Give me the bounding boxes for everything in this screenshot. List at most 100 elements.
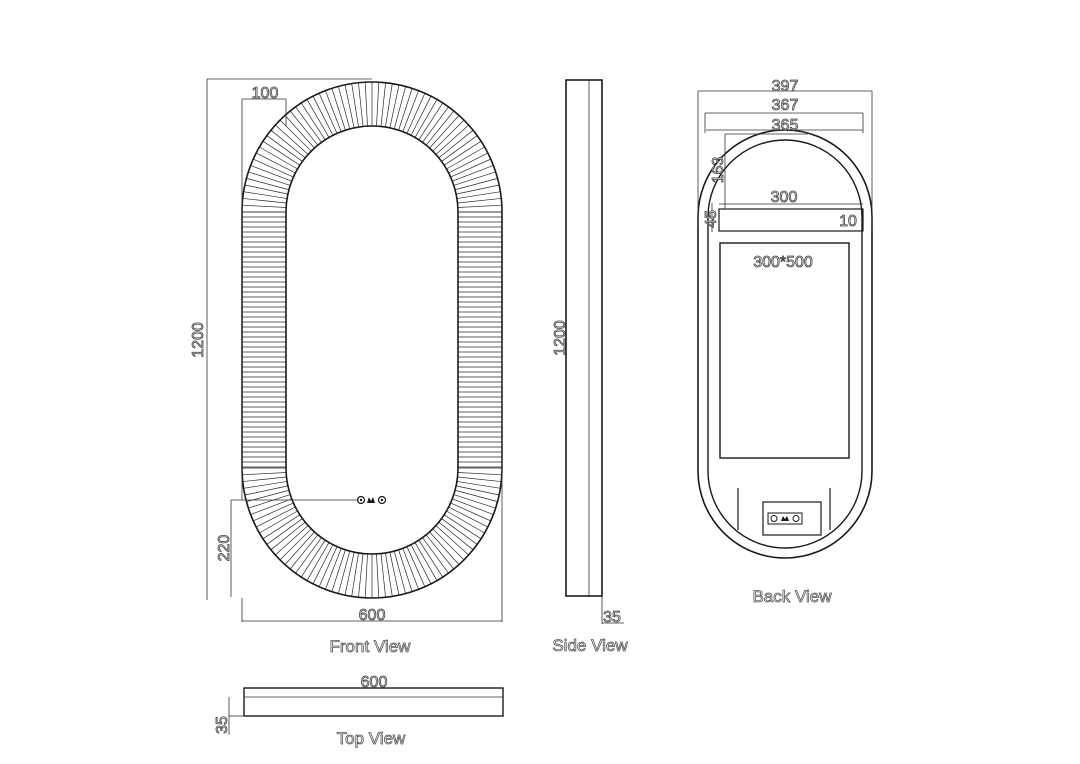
back-inner-outline [707,139,863,549]
frame-rib [450,158,491,178]
frame-rib [256,506,296,528]
frame-rib [250,498,292,515]
front-view-label: Front View [330,637,412,656]
frame-rib [418,102,444,141]
side-view: 1200 35 Side View [552,79,629,655]
frame-rib [454,489,498,502]
side-view-label: Side View [552,636,628,655]
frame-rib [441,135,478,162]
frame-rib [364,553,368,598]
frame-rib [325,90,342,132]
frame-rib [453,171,496,186]
frame-rib [259,146,298,170]
frame-rib [393,550,406,594]
frame-rib [443,514,482,540]
frame-rib [389,84,400,128]
top-view: 600 35 Top View [214,674,504,748]
frame-rib [422,537,449,574]
frame-rib [364,82,368,127]
frame-rib [432,119,465,152]
frame-rib [453,494,496,509]
frame-rib [446,510,485,534]
frame-rib [429,115,460,149]
frame-rib [295,106,322,143]
frame-rib [242,476,287,482]
frame-rib [435,525,469,556]
frame-rib [393,86,406,130]
front-height-label: 1200 [190,322,207,358]
frame-rib [438,129,474,159]
top-view-label: Top View [337,729,406,748]
frame-rib [432,528,465,561]
frame-rib [456,191,501,199]
back-inner-width-label: 365 [772,117,799,134]
frame-rib [351,83,359,128]
frame-rib [456,184,500,195]
frame-rib [406,546,426,587]
front-touch-switch [356,495,387,505]
frame-rib [248,494,291,509]
side-profile [565,79,603,597]
frame-rib [244,485,288,496]
frame-rib [266,518,303,545]
front-height-dimension: 1200 [190,78,372,600]
frame-rib [422,106,449,143]
frame-rib [279,528,312,561]
front-bottom-dimension: 220 [216,499,359,597]
frame-rib [289,110,319,146]
frame-rib [289,534,319,570]
frame-rib [253,502,294,522]
frame-rib [331,549,346,592]
frame-rib [414,542,438,581]
back-bracket-label: 300 [771,189,798,206]
frame-rib [425,110,455,146]
frame-rib [457,204,502,208]
front-width-label: 600 [359,607,386,624]
frame-rib [406,93,426,134]
frame-rib [376,553,380,598]
frame-rib [344,552,355,596]
frame-rib [243,481,288,489]
frame-rib [243,191,288,199]
front-bottom-label: 220 [216,535,233,562]
frame-rib [410,544,432,584]
side-depth-label: 35 [603,609,621,626]
front-frame-dimension: 100 [241,85,287,500]
frame-rib [438,521,474,551]
frame-rib [338,550,351,594]
frame-rib [275,124,309,155]
frame-rib [457,198,502,204]
frame-rib [312,96,334,136]
frame-rib [306,99,330,138]
frame-rib [270,521,306,551]
frame-rib [454,178,498,191]
frame-rib [450,502,491,522]
frame-rib [441,518,478,545]
front-ribbed-frame [242,82,502,598]
frame-rib [398,549,413,592]
front-mirror-outline [285,125,459,555]
frame-rib [250,165,292,182]
frame-rib [331,88,346,131]
frame-rib [380,82,386,127]
frame-rib [402,548,419,590]
frame-rib [284,531,315,565]
frame-rib [456,481,501,489]
frame-rib [246,178,290,191]
back-switch-left-icon [770,515,778,522]
frame-rib [244,184,288,195]
top-profile [243,687,504,717]
frame-rib [410,96,432,136]
frame-rib [306,542,330,581]
frame-rib [389,552,400,596]
back-top-offset-label: 163 [710,157,727,184]
frame-rib [398,88,413,131]
back-view-label: Back View [752,587,832,606]
frame-rib [279,119,312,152]
back-switch-box [762,501,822,536]
frame-rib [351,552,359,597]
top-depth-label: 35 [214,716,231,734]
switch-mid-icon [367,497,375,503]
frame-rib [262,140,301,166]
frame-rib [358,553,364,598]
